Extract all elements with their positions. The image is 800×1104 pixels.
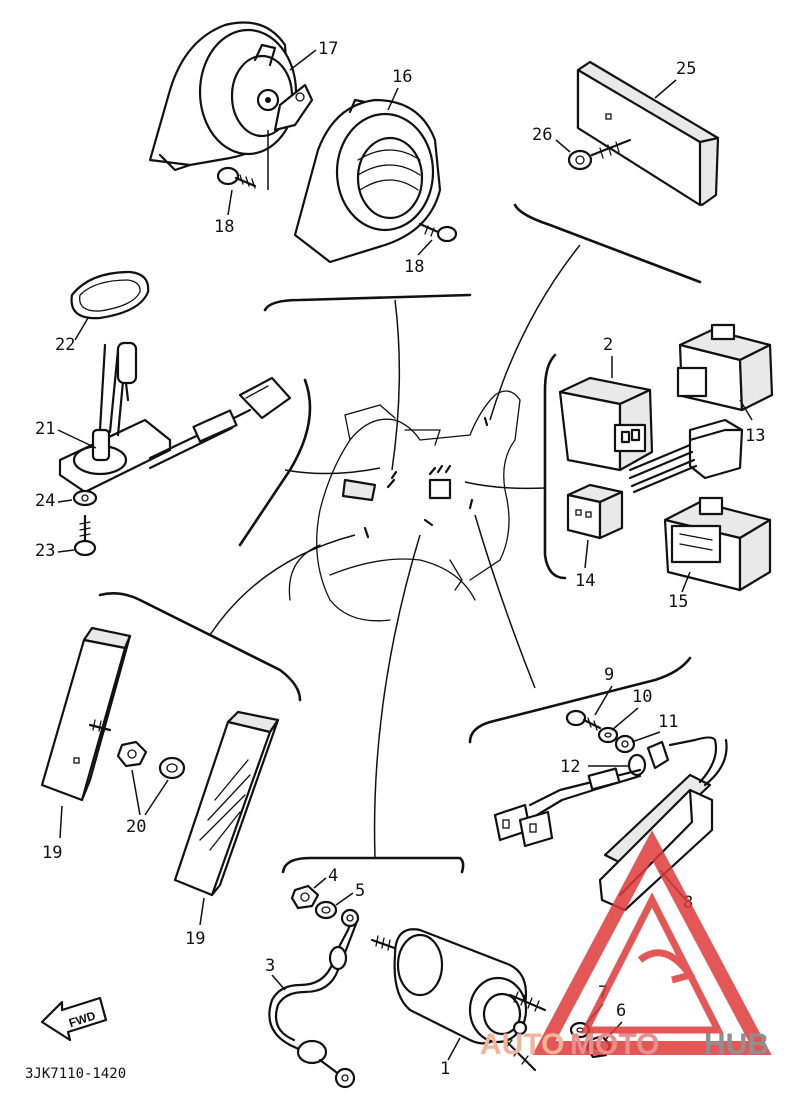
reflector-group-arrow [209, 534, 356, 636]
callout-4: 4 [328, 866, 338, 886]
callout-15: 15 [668, 592, 688, 612]
fwd-arrow: FWD [40, 996, 108, 1042]
leader-15 [681, 571, 691, 593]
starter-relay-8 [598, 736, 728, 912]
nut-4 [290, 884, 320, 910]
callout-20: 20 [126, 817, 146, 837]
bolt-9 [565, 709, 602, 731]
relay-2 [558, 376, 654, 472]
callout-26: 26 [532, 125, 552, 145]
bolt-23 [73, 514, 97, 557]
bolt-18b [418, 222, 458, 243]
callout-5: 5 [355, 881, 365, 901]
callout-12: 12 [560, 757, 580, 777]
leader-19b [199, 897, 205, 926]
callout-22: 22 [55, 335, 75, 355]
leader-20 [131, 769, 169, 816]
callout-16: 16 [392, 67, 412, 87]
watermark-auto: AUTO [480, 1028, 564, 1061]
plate-group-arrow [489, 244, 581, 421]
callout-3: 3 [265, 956, 275, 976]
leader-5 [335, 892, 354, 906]
fuel-sender-21 [58, 341, 292, 494]
leader-18a-label [227, 189, 233, 216]
leader-10 [611, 707, 639, 731]
relay-harness [493, 767, 642, 848]
callout-18b: 18 [404, 257, 424, 277]
callout-24: 24 [35, 491, 55, 511]
lead-wire-3 [268, 908, 360, 1089]
leader-3 [271, 974, 286, 991]
leader-26 [555, 139, 571, 153]
sender-group-bracket [238, 378, 312, 547]
leader-19a [59, 805, 63, 839]
callout-19b: 19 [185, 929, 205, 949]
starter-relay-arrow [474, 514, 536, 689]
reflector-19a [40, 626, 132, 802]
drawing-code: 3JK7110-1420 [25, 1066, 126, 1082]
leader-9 [594, 685, 613, 716]
nut-11 [614, 734, 636, 754]
motorcycle-outline [288, 390, 521, 622]
horn-17 [148, 21, 314, 172]
leader-17 [289, 49, 317, 71]
starter-relay-bracket [468, 656, 692, 744]
leader-1 [447, 1037, 461, 1061]
nut-20a [116, 740, 148, 768]
unit-15 [663, 496, 772, 592]
plate-group-bracket [513, 203, 702, 284]
callout-25: 25 [676, 59, 696, 79]
callout-10: 10 [632, 687, 652, 707]
starter-group-bracket [281, 856, 465, 874]
washer-10 [597, 726, 619, 744]
horn-group-bracket [263, 293, 472, 312]
watermark-hub: HUB [704, 1028, 769, 1061]
leader-21 [57, 429, 97, 449]
reflector-group-bracket [98, 592, 302, 702]
callout-6: 6 [616, 1001, 626, 1021]
callout-17: 17 [318, 39, 338, 59]
plate-25 [576, 60, 720, 207]
sender-group-arrow [284, 467, 381, 475]
leader-11 [631, 731, 661, 743]
callout-21: 21 [35, 419, 55, 439]
leader-14 [584, 539, 589, 569]
gasket-22 [70, 270, 150, 320]
callout-13: 13 [745, 426, 765, 446]
washer-5 [314, 900, 338, 920]
leader-4 [313, 877, 327, 889]
starter-group-arrow [373, 534, 421, 859]
leader-24 [57, 499, 73, 503]
leader-22 [74, 317, 89, 341]
reflector-19b [173, 710, 280, 897]
leader-13 [739, 399, 753, 421]
callout-1: 1 [440, 1059, 450, 1079]
starter-relay-solenoid-1 [370, 928, 547, 1072]
callout-19a: 19 [42, 843, 62, 863]
nut-24 [72, 489, 98, 507]
nut-26 [567, 138, 632, 171]
callout-14: 14 [575, 571, 595, 591]
watermark: AUTO MOTO HUB [480, 830, 772, 1061]
nut-20b [158, 756, 186, 780]
relay-group-arrow [464, 481, 546, 490]
horn-group-arrow [391, 299, 401, 471]
watermark-logo [532, 830, 772, 1055]
callout-11: 11 [658, 712, 678, 732]
horn-16 [293, 98, 442, 264]
bolt-18a [216, 166, 257, 189]
callout-23: 23 [35, 541, 55, 561]
relay-group-bracket [543, 353, 567, 580]
leader-18b-label [417, 239, 433, 256]
leader-25 [654, 79, 677, 99]
connector-14 [566, 483, 624, 540]
unit-13 [628, 323, 774, 494]
callout-18a: 18 [214, 217, 234, 237]
callout-9: 9 [604, 665, 614, 685]
callout-2: 2 [603, 335, 613, 355]
leader-23 [57, 549, 75, 553]
watermark-moto: MOTO [570, 1028, 659, 1061]
leader-16 [387, 87, 399, 111]
